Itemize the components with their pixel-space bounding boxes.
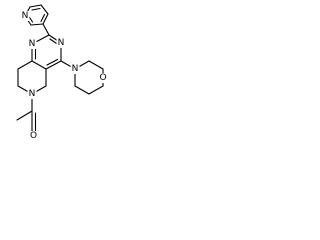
- bond: [88, 85, 104, 95]
- bond: [29, 4, 42, 8]
- bond: [31, 60, 47, 70]
- atom-label-pyridine-n: N: [22, 11, 29, 21]
- acetyl-group: [16, 93, 37, 134]
- chemical-structure-diagram: N N N N O N O: [16, 4, 108, 141]
- atom-piperidine-n: N: [27, 89, 37, 99]
- atom-pyrimidine-n3: N: [56, 38, 66, 48]
- atom-label-pyrimidine-n3: N: [58, 38, 65, 48]
- double-bond-inner: [40, 13, 46, 23]
- double-bond-inner: [31, 7, 41, 11]
- atom-label-morpholine-o: O: [99, 73, 106, 83]
- bond: [16, 110, 33, 121]
- atom-pyridine-n: N: [20, 11, 30, 21]
- double-bond-inner: [28, 15, 34, 23]
- atom-morpholine-o: O: [98, 73, 108, 83]
- atom-label-piperidine-n: N: [29, 89, 36, 99]
- bond: [17, 60, 33, 70]
- bond: [40, 4, 49, 15]
- bond: [45, 60, 62, 70]
- atom-label-carbonyl-o: O: [30, 131, 37, 141]
- atom-pyrimidine-n1: N: [27, 39, 37, 49]
- double-bond-inner: [46, 58, 59, 66]
- atom-label-morpholine-n: N: [72, 64, 79, 74]
- bond: [74, 85, 90, 95]
- atom-morpholine-n: N: [70, 64, 80, 74]
- bond: [88, 60, 104, 70]
- atom-label-pyrimidine-n1: N: [29, 39, 36, 49]
- bond: [30, 23, 44, 26]
- atom-carbonyl-o: O: [29, 131, 38, 141]
- bond: [42, 13, 49, 25]
- morpholine-ring: [60, 60, 104, 95]
- biaryl-bond: [42, 23, 50, 36]
